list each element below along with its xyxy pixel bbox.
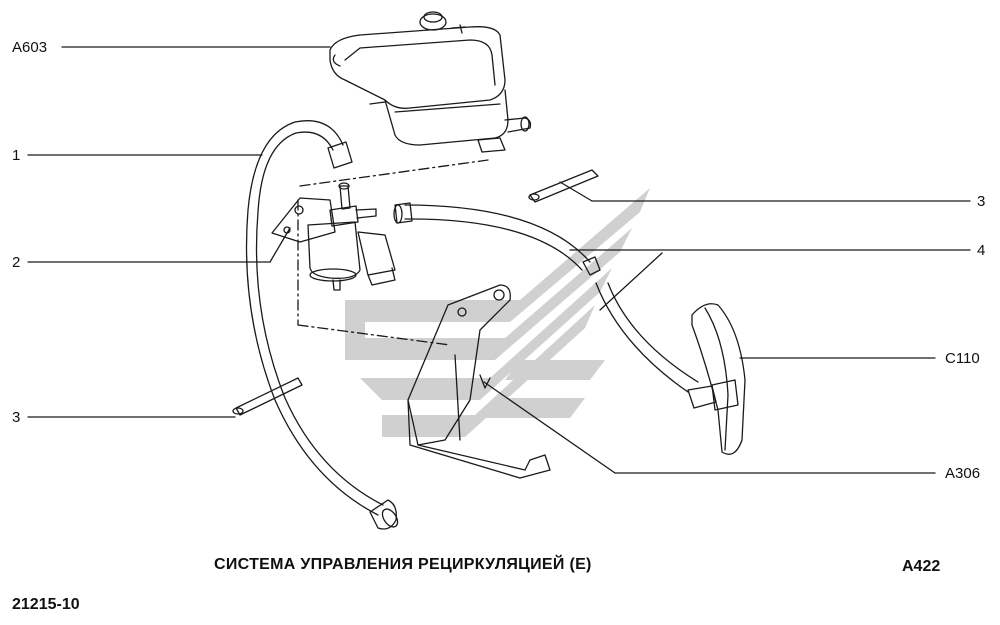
solenoid-valve: [271, 182, 396, 291]
drawing-number: 21215-10: [12, 596, 80, 613]
callout-a306: A306: [945, 465, 981, 482]
tee-and-hose-c110: [691, 303, 746, 455]
callout-1: 1: [12, 147, 21, 164]
vacuum-hose-1: [245, 120, 399, 530]
vacuum-hose-4: [393, 202, 717, 409]
callout-3-left: 3: [12, 409, 21, 426]
callout-c110: C110: [945, 350, 980, 367]
callout-4: 4: [977, 242, 986, 259]
watermark-logo: [345, 188, 650, 437]
leader-lines: [27, 46, 971, 474]
callout-2: 2: [12, 254, 21, 271]
diagram-title: СИСТЕМА УПРАВЛЕНИЯ РЕЦИРКУЛЯЦИЕЙ (Е): [214, 556, 592, 573]
cable-tie-lower: [232, 377, 303, 416]
expansion-tank: [329, 11, 532, 153]
callout-a603: A603: [12, 39, 48, 56]
cable-tie-upper: [528, 169, 599, 203]
page-code: A422: [902, 558, 941, 575]
callout-3-right: 3: [977, 193, 986, 210]
bracket-a306: [407, 284, 551, 479]
alignment-lines: [297, 159, 489, 346]
